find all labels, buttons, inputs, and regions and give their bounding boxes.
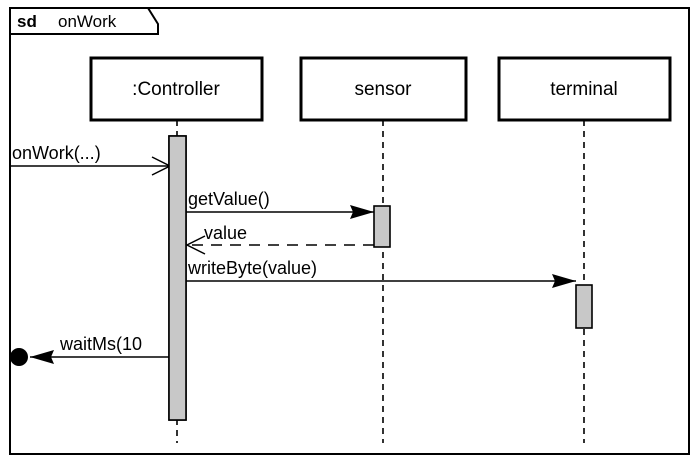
arrowhead-filled-getvalue [350,205,374,219]
lifeline-label-controller: :Controller [132,79,220,100]
activation-bar-sensor[interactable] [373,205,391,248]
message-onwork[interactable]: onWork(...) [11,143,172,176]
message-waitms[interactable]: waitMs(10 [10,334,176,366]
message-value[interactable]: value [185,223,374,255]
activation-bar-controller-overlay[interactable] [168,135,187,421]
activation-bar-terminal[interactable] [575,284,593,329]
message-label-getvalue: getValue() [188,189,270,209]
interaction-frame [9,7,690,455]
arrowhead-filled-writebyte [552,274,576,288]
frame-keyword-label: sd [17,12,37,31]
lifeline-sensor[interactable]: sensor [299,56,468,443]
lifeline-head-controller[interactable] [89,56,264,122]
message-label-onwork: onWork(...) [12,143,101,163]
arrowhead-open-value [185,235,206,255]
message-label-waitms: waitMs(10 [59,334,142,354]
lost-message-endpoint-dot [10,348,28,366]
lifeline-label-sensor: sensor [354,79,412,100]
message-writebyte[interactable]: writeByte(value) [186,258,576,288]
message-getvalue[interactable]: getValue() [186,189,374,219]
lifeline-terminal[interactable]: terminal [497,56,672,443]
message-label-writebyte: writeByte(value) [187,258,317,278]
lifeline-label-terminal: terminal [550,79,618,100]
frame-tab-outline [10,7,159,35]
message-label-value: value [204,223,247,243]
arrowhead-filled-waitms [30,350,54,364]
frame-name-label: onWork [58,12,117,31]
frame-border [9,7,690,455]
